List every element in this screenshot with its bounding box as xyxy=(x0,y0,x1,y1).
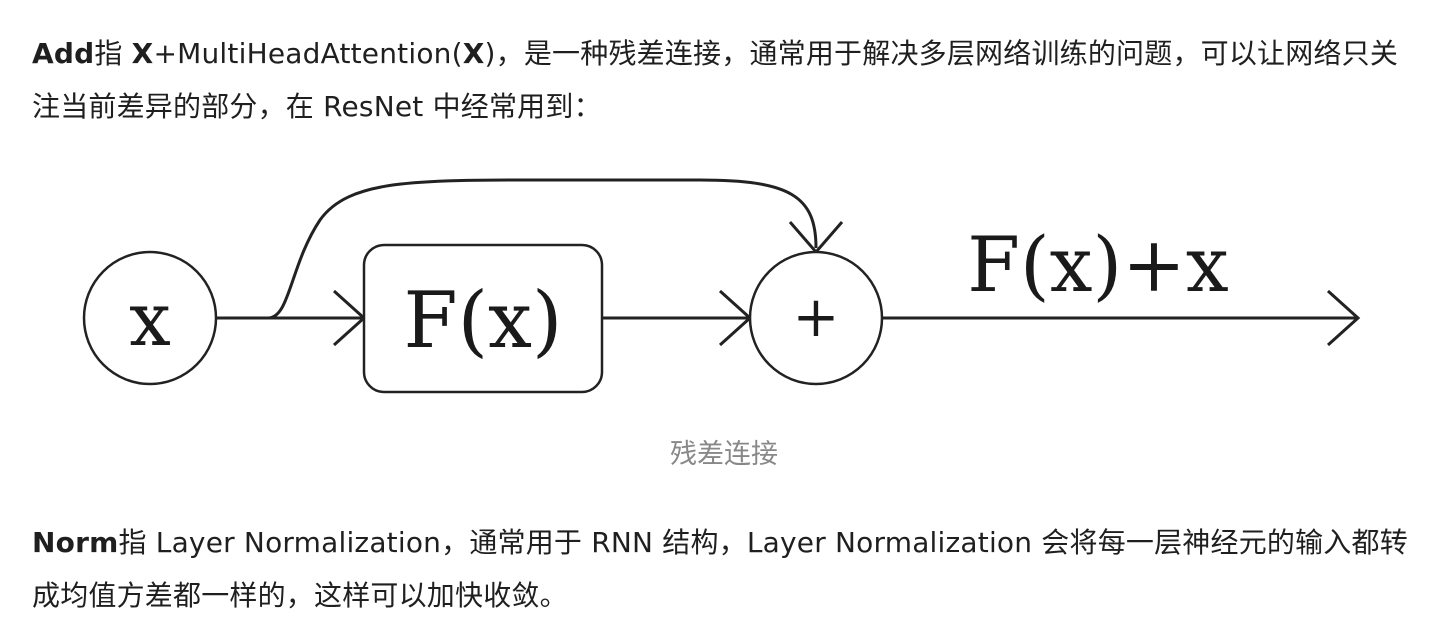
formula-x2: X xyxy=(462,37,485,70)
formula-mid: +MultiHeadAttention( xyxy=(153,37,463,70)
formula-x1: X xyxy=(131,37,154,70)
add-term: Add xyxy=(32,37,95,70)
input-label: x xyxy=(129,277,171,363)
add-text-a: 指 xyxy=(94,37,132,70)
norm-paragraph: Norm指 Layer Normalization，通常用于 RNN 结构，La… xyxy=(32,516,1416,622)
add-text-b: )，是一种残差连接，通常用于解决多层网络训练的问题，可以让网络只关注当前差异的部… xyxy=(32,37,1399,123)
output-label: F(x)+x xyxy=(967,220,1228,309)
norm-text: 指 Layer Normalization，通常用于 RNN 结构，Layer … xyxy=(32,526,1408,612)
output-arrowhead xyxy=(1326,289,1361,347)
sum-symbol: + xyxy=(793,285,840,350)
figure-caption: 残差连接 xyxy=(670,439,778,470)
function-block-label: F(x) xyxy=(404,276,563,366)
residual-connection-diagram: x F(x) + F(x)+x xyxy=(0,160,1448,410)
skip-connection-curve xyxy=(267,178,818,320)
norm-term: Norm xyxy=(32,526,119,559)
add-paragraph: Add指 X+MultiHeadAttention(X)，是一种残差连接，通常用… xyxy=(32,27,1416,133)
diagram-svg: x F(x) + F(x)+x xyxy=(82,178,1361,394)
